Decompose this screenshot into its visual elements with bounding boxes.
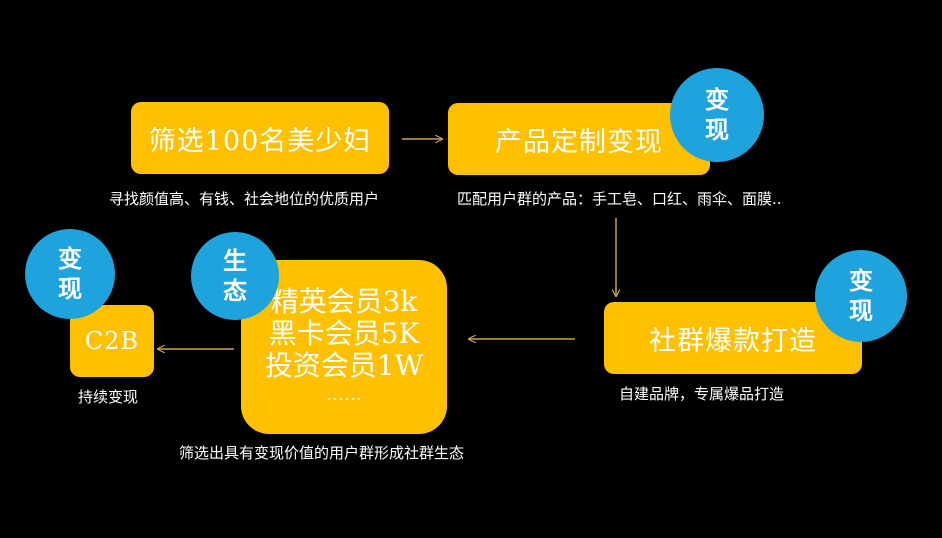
node-c2b: C2B	[70, 305, 154, 377]
badge-char: 态	[223, 277, 247, 305]
membership-tier-black-card: 黑卡会员5K	[268, 317, 420, 350]
badge-community-hit: 变 现	[815, 250, 907, 342]
caption-c2b: 持续变现	[78, 388, 139, 406]
badge-char: 变	[58, 245, 82, 273]
node-community-hit-label: 社群爆款打造	[649, 325, 817, 357]
badge-char: 现	[849, 297, 873, 325]
badge-char: 变	[705, 86, 729, 114]
badge-c2b: 变 现	[25, 229, 115, 319]
badge-product-custom: 变 现	[670, 68, 764, 162]
node-product-custom-label: 产品定制变现	[495, 126, 663, 158]
badge-char: 变	[849, 267, 873, 295]
node-c2b-label: C2B	[84, 327, 140, 355]
badge-char: 现	[705, 116, 729, 144]
badge-membership: 生 态	[191, 232, 279, 320]
membership-tier-elite: 精英会员3k	[270, 285, 418, 318]
membership-tier-investment: 投资会员1W	[264, 349, 424, 382]
badge-char: 生	[223, 247, 247, 275]
caption-membership: 筛选出具有变现价值的用户群形成社群生态	[179, 444, 465, 462]
badge-char: 现	[58, 275, 82, 303]
node-select-100: 筛选100名美少妇	[131, 102, 389, 174]
node-select-100-label: 筛选100名美少妇	[148, 125, 372, 157]
caption-community-hit: 自建品牌，专属爆品打造	[619, 385, 785, 403]
caption-select-100: 寻找颜值高、有钱、社会地位的优质用户	[109, 190, 380, 208]
node-product-custom: 产品定制变现	[448, 103, 710, 175]
membership-ellipsis: ……	[326, 384, 362, 405]
caption-product-custom: 匹配用户群的产品：手工皂、口红、雨伞、面膜..	[457, 190, 782, 208]
